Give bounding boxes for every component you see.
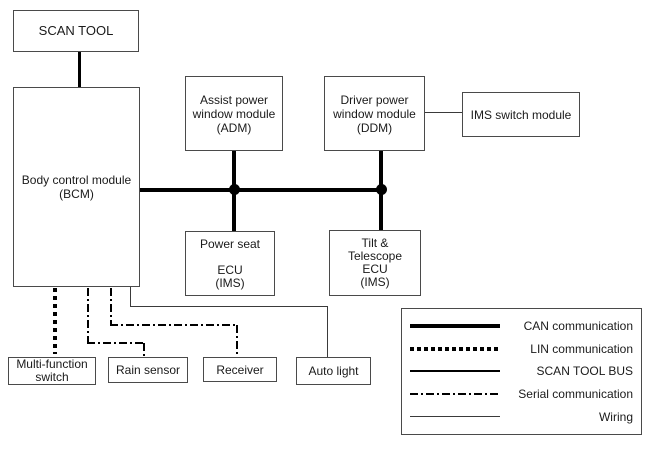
multi-function-label: Multi-function switch — [16, 357, 88, 384]
rain-sensor-box: Rain sensor — [108, 357, 188, 383]
scan-tool-bus-line — [78, 52, 81, 87]
wiring-line-autolight-segment — [130, 306, 328, 307]
ddm-label: Driver power window module (DDM) — [333, 92, 416, 135]
wiring-line-autolight-segment — [327, 306, 328, 357]
legend-label-lin: LIN communication — [530, 341, 633, 356]
auto-light-label: Auto light — [308, 364, 359, 378]
adm-label: Assist power window module (ADM) — [192, 92, 276, 135]
wiring-line-ims-switch — [425, 112, 462, 113]
tilt-telescope-label: Tilt & Telescope ECU (IMS) — [347, 236, 403, 289]
receiver-label: Receiver — [216, 362, 264, 377]
legend-box: CAN communication LIN communication SCAN… — [401, 308, 642, 435]
ims-switch-label: IMS switch module — [470, 107, 572, 122]
legend-label-wiring: Wiring — [598, 409, 633, 424]
legend-row-scan-tool-bus: SCAN TOOL BUS — [410, 361, 633, 381]
body-control-module-box: Body control module (BCM) — [13, 87, 140, 287]
power-seat-ecu-box: Power seat ECU (IMS) — [185, 231, 275, 296]
wiring-line-sample — [410, 416, 500, 418]
can-junction-dot-left — [229, 184, 240, 195]
legend-row-can: CAN communication — [410, 316, 633, 336]
receiver-box: Receiver — [203, 357, 277, 382]
legend-label-can: CAN communication — [523, 319, 633, 334]
auto-light-box: Auto light — [296, 357, 371, 385]
serial-line-rainsensor-segment — [143, 343, 145, 357]
rain-sensor-label: Rain sensor — [115, 363, 181, 377]
ims-switch-module-box: IMS switch module — [462, 92, 580, 137]
can-line-sample — [410, 324, 500, 329]
multi-function-switch-box: Multi-function switch — [8, 357, 96, 385]
legend-row-wiring: Wiring — [410, 407, 633, 427]
legend-row-lin: LIN communication — [410, 339, 633, 359]
serial-line-sample — [410, 393, 500, 396]
legend-label-serial: Serial communication — [518, 387, 633, 402]
serial-line-receiver-segment — [110, 324, 238, 326]
serial-line-rainsensor-segment — [87, 342, 145, 344]
wiring-line-autolight-segment — [130, 287, 131, 306]
lin-line-sample — [410, 346, 500, 351]
scan-tool-box: SCAN TOOL — [13, 10, 139, 52]
legend-row-serial: Serial communication — [410, 384, 633, 404]
power-seat-label: Power seat ECU (IMS) — [199, 236, 261, 290]
serial-line-receiver-segment — [110, 288, 112, 325]
serial-line-receiver-segment — [236, 325, 238, 357]
serial-line-rainsensor-segment — [87, 288, 89, 343]
scan-tool-bus-line-sample — [410, 370, 500, 373]
lin-line-multifunction — [53, 288, 57, 354]
scan-tool-label: SCAN TOOL — [38, 23, 114, 38]
driver-power-window-module-box: Driver power window module (DDM) — [324, 76, 425, 151]
assist-power-window-module-box: Assist power window module (ADM) — [185, 76, 283, 151]
can-junction-dot-right — [376, 184, 387, 195]
legend-label-scan-tool-bus: SCAN TOOL BUS — [536, 364, 633, 379]
tilt-telescope-ecu-box: Tilt & Telescope ECU (IMS) — [329, 230, 421, 296]
bcm-label: Body control module (BCM) — [21, 173, 132, 201]
can-bus-horizontal-line — [139, 188, 383, 192]
